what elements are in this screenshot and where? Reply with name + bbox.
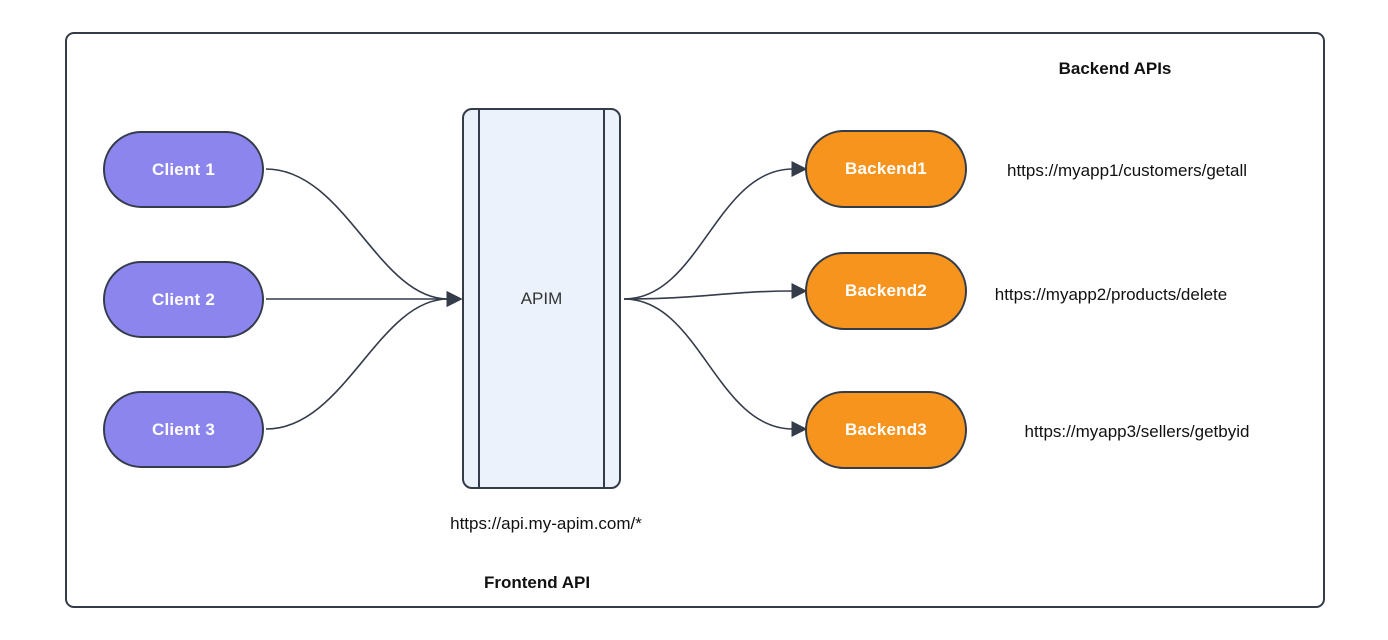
backend-1-url: https://myapp1/customers/getall: [1006, 161, 1248, 180]
apim-inner-line-right: [603, 110, 605, 487]
backend-apis-heading: Backend APIs: [1058, 59, 1172, 78]
backend-2-url: https://myapp2/products/delete: [994, 285, 1228, 304]
diagram-boundary-frame: [65, 32, 1325, 608]
frontend-api-caption: Frontend API: [483, 573, 591, 592]
node-backend-1: Backend1: [805, 130, 967, 208]
backend-3-url: https://myapp3/sellers/getbyid: [1024, 422, 1250, 441]
node-client-3-label: Client 3: [151, 419, 215, 439]
node-apim-label: APIM: [520, 288, 563, 308]
node-backend-3: Backend3: [805, 391, 967, 469]
apim-inner-line-left: [478, 110, 480, 487]
node-backend-2-label: Backend2: [845, 281, 927, 300]
node-client-2: Client 2: [103, 261, 264, 338]
node-client-1-label: Client 1: [151, 159, 215, 179]
node-backend-1-label: Backend1: [845, 159, 927, 178]
frontend-api-url: https://api.my-apim.com/*: [450, 514, 642, 533]
node-backend-2: Backend2: [805, 252, 967, 330]
node-backend-3-label: Backend3: [845, 420, 927, 439]
node-client-2-label: Client 2: [151, 289, 215, 309]
node-client-3: Client 3: [103, 391, 264, 468]
node-apim-gateway: APIM: [462, 108, 621, 489]
node-client-1: Client 1: [103, 131, 264, 208]
